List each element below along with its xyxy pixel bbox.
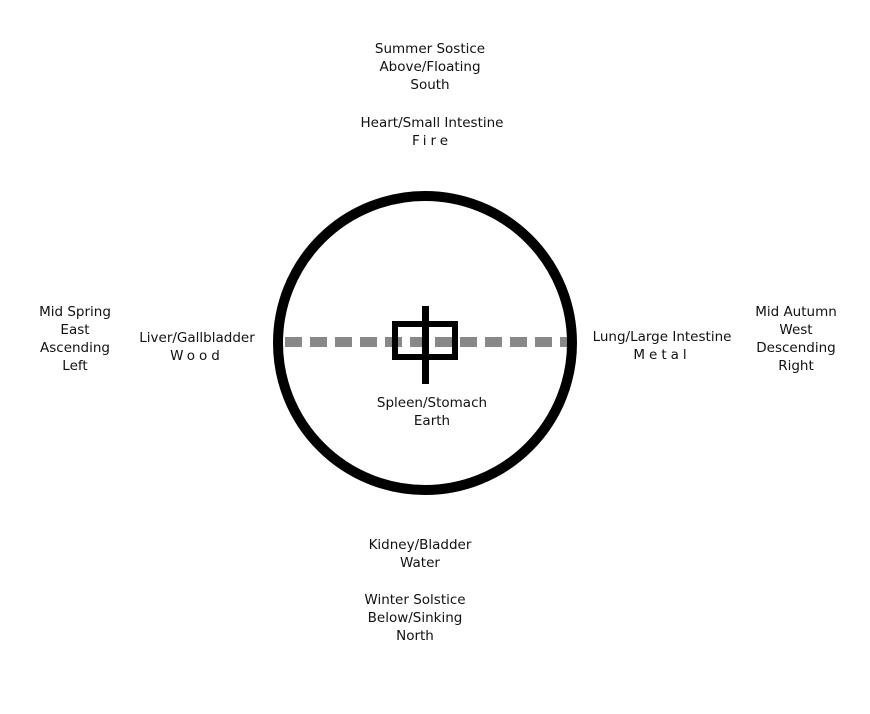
right-line: Right — [778, 358, 814, 374]
zhong-character-icon — [392, 306, 458, 384]
ascending-line: Ascending — [40, 340, 110, 356]
west-line: West — [779, 322, 813, 338]
below-line: Below/Sinking — [367, 610, 463, 626]
mid-spring-label: Mid Spring East Ascending Left — [0, 303, 185, 375]
winter-label: Winter Solstice Below/Sinking North — [305, 591, 525, 645]
east-line: East — [60, 322, 90, 338]
descending-line: Descending — [756, 340, 836, 356]
summer-label: Summer Sostice Above/Floating South — [320, 40, 540, 94]
mid-autumn-label: Mid Autumn West Descending Right — [686, 303, 870, 375]
water-label: Kidney/Bladder Water — [310, 536, 530, 572]
metal-element: Metal — [633, 347, 691, 363]
summer-line: Summer Sostice — [374, 41, 486, 57]
fire-label: Heart/Small Intestine Fire — [322, 114, 542, 150]
mid-spring-line: Mid Spring — [39, 304, 111, 320]
earth-label: Spleen/Stomach Earth — [322, 394, 542, 430]
mid-autumn-line: Mid Autumn — [755, 304, 837, 320]
water-organ: Kidney/Bladder — [368, 537, 472, 553]
north-line: North — [396, 628, 434, 644]
fire-element: Fire — [411, 133, 453, 149]
earth-organ: Spleen/Stomach — [376, 395, 488, 411]
winter-line: Winter Solstice — [364, 592, 466, 608]
wood-organ: Liver/Gallbladder — [139, 330, 255, 346]
water-element: Water — [400, 555, 440, 571]
metal-organ: Lung/Large Intestine — [592, 329, 732, 345]
wood-label: Liver/Gallbladder Wood — [87, 329, 307, 365]
above-line: Above/Floating — [379, 59, 481, 75]
fire-organ: Heart/Small Intestine — [360, 115, 504, 131]
earth-element: Earth — [413, 413, 451, 429]
left-line: Left — [62, 358, 88, 374]
south-line: South — [410, 77, 450, 93]
wood-element: Wood — [170, 348, 224, 364]
metal-label: Lung/Large Intestine Metal — [552, 328, 772, 364]
center-circle — [273, 191, 577, 495]
